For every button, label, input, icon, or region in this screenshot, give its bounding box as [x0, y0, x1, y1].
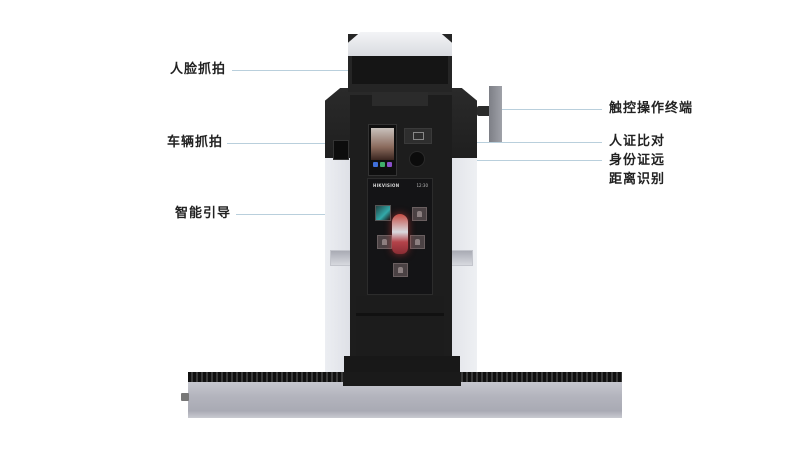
person-icon: [398, 267, 403, 273]
label-touch-terminal: 触控操作终端: [609, 101, 694, 116]
leader-line-vehicle-capture: [227, 143, 335, 144]
face-camera-lens-band: [352, 56, 448, 84]
guide-screen[interactable]: HIKVISION 12:30: [367, 178, 433, 295]
leader-line-id-remote: [424, 160, 602, 161]
person-icon: [417, 211, 422, 217]
label-face-capture: 人脸抓拍: [170, 62, 227, 77]
label-smart-guide: 智能引导: [175, 206, 232, 221]
label-id-verification: 人证比对: [609, 134, 666, 149]
seat-middle-left[interactable]: [377, 235, 392, 249]
face-panel-button-1[interactable]: [373, 162, 378, 167]
face-photo: [371, 128, 394, 160]
label-id-remote-1: 身份证远: [609, 153, 666, 168]
leader-line-face-capture: [232, 70, 352, 71]
car-top-view-icon: [392, 214, 408, 254]
face-panel-button-3[interactable]: [387, 162, 392, 167]
vehicle-camera: [333, 140, 349, 160]
seat-rear[interactable]: [393, 263, 408, 277]
leader-line-touch-terminal: [498, 109, 602, 110]
id-remote-reader: [410, 152, 424, 166]
seat-front-right[interactable]: [412, 207, 427, 221]
brand-logo: HIKVISION: [373, 183, 400, 188]
seat-middle-right[interactable]: [410, 235, 425, 249]
cabinet-slots: [356, 313, 444, 316]
cabinet-base: [344, 356, 460, 372]
touch-terminal[interactable]: [489, 86, 502, 142]
terminal-mount-arm: [477, 106, 491, 116]
face-panel-button-2[interactable]: [380, 162, 385, 167]
card-icon: [413, 132, 424, 140]
face-recognition-panel[interactable]: [368, 124, 397, 176]
screen-time: 12:30: [416, 183, 428, 188]
person-icon: [382, 239, 387, 245]
rail-end-knob: [181, 393, 189, 401]
person-icon: [415, 239, 420, 245]
label-vehicle-capture: 车辆抓拍: [167, 135, 224, 150]
leader-line-id-verification: [396, 142, 602, 143]
card-reader[interactable]: [404, 128, 432, 144]
camera-thumbnail: [375, 205, 391, 221]
rail-body: [188, 382, 622, 418]
face-camera-top-cap: [348, 32, 452, 56]
label-id-remote-2: 距离识别: [609, 172, 666, 187]
rail-carriage: [343, 372, 461, 386]
cabinet-lower-column: [356, 296, 444, 356]
leader-line-smart-guide: [236, 214, 376, 215]
